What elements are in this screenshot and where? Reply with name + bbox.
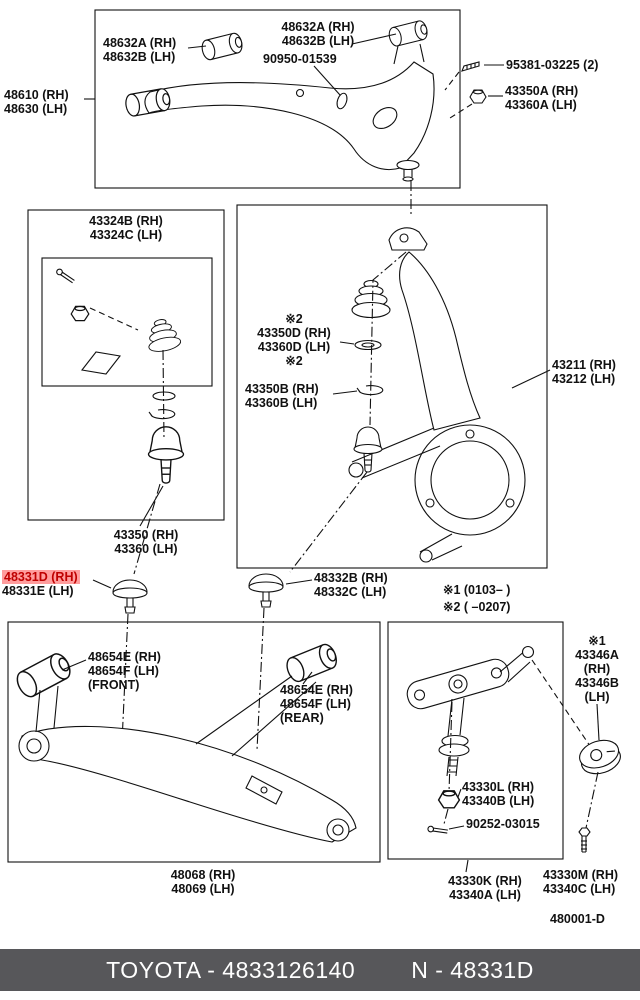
- label-kit-43324: 43324B (RH) 43324C (LH): [89, 214, 163, 242]
- footer-reference-text: N - 48331D: [411, 956, 534, 983]
- footer-part-number-text: TOYOTA - 4833126140: [106, 956, 356, 983]
- lower-ball-joint-drawing: [406, 645, 591, 873]
- label-diagram-code: 480001-D: [550, 912, 605, 926]
- label-knuckle-43211: 43211 (RH) 43212 (LH): [552, 358, 616, 386]
- label-screw-95381: 95381-03225 (2): [506, 58, 599, 72]
- ball-joint-kit-drawing: [55, 267, 185, 575]
- label-upper-bushing-top: 48632A (RH) 48632B (LH): [281, 20, 355, 48]
- cam-bolt-icon: [578, 827, 591, 853]
- label-upper-arm: 48610 (RH) 48630 (LH): [4, 88, 69, 116]
- label-pin-90252: 90252-03015: [466, 817, 540, 831]
- label-nut-43330l: 43330L (RH) 43340B (LH): [462, 780, 535, 808]
- label-dust-cover-43350d: ※2 43350D (RH) 43360D (LH) ※2: [257, 312, 331, 368]
- frame-boxes: [7, 9, 564, 863]
- footer-bar: TOYOTA - 4833126140 N - 48331D: [0, 949, 640, 991]
- label-cap-48332b: 48332B (RH) 48332C (LH): [314, 571, 388, 599]
- lower-control-arm-drawing: [12, 641, 357, 843]
- label-upper-bushing-left: 48632A (RH) 48632B (LH): [103, 36, 177, 64]
- label-upper-ball-joint-43350: 43350 (RH) 43360 (LH): [113, 528, 179, 556]
- highlighted-part-number: 48331D (RH): [2, 570, 80, 584]
- dust-cap-icon-left: [92, 579, 148, 743]
- note-production-2: ※2 ( –0207): [443, 600, 511, 614]
- label-cam-43346: ※1 43346A (RH) 43346B (LH): [575, 634, 619, 704]
- label-snap-ring-43350b: 43350B (RH) 43360B (LH): [245, 382, 319, 410]
- cam-plate-icon: [579, 703, 621, 829]
- label-bushing-rear-48654e: 48654E (RH) 48654F (LH) (REAR): [280, 683, 353, 725]
- screw-icon: [444, 61, 504, 91]
- dust-cap-icon-right: [248, 573, 313, 751]
- upper-control-arm-drawing: [84, 19, 435, 182]
- label-bushing-front-48654e: 48654E (RH) 48654F (LH) (FRONT): [88, 650, 161, 692]
- label-arm-shaft: 90950-01539: [263, 52, 337, 66]
- label-lower-arm-48068: 48068 (RH) 48069 (LH): [170, 868, 236, 896]
- label-bolt-43330m: 43330M (RH) 43340C (LH): [543, 868, 619, 896]
- nut-icon: [449, 89, 503, 119]
- steering-knuckle-drawing: [289, 227, 551, 573]
- note-production-1: ※1 (0103– ): [443, 583, 511, 597]
- label-cap-48331d-highlighted: 48331D (RH) 48331E (LH): [2, 570, 80, 598]
- label-nut-43350a: 43350A (RH) 43360A (LH): [505, 84, 579, 112]
- label-lower-ball-joint-43330k: 43330K (RH) 43340A (LH): [448, 874, 522, 902]
